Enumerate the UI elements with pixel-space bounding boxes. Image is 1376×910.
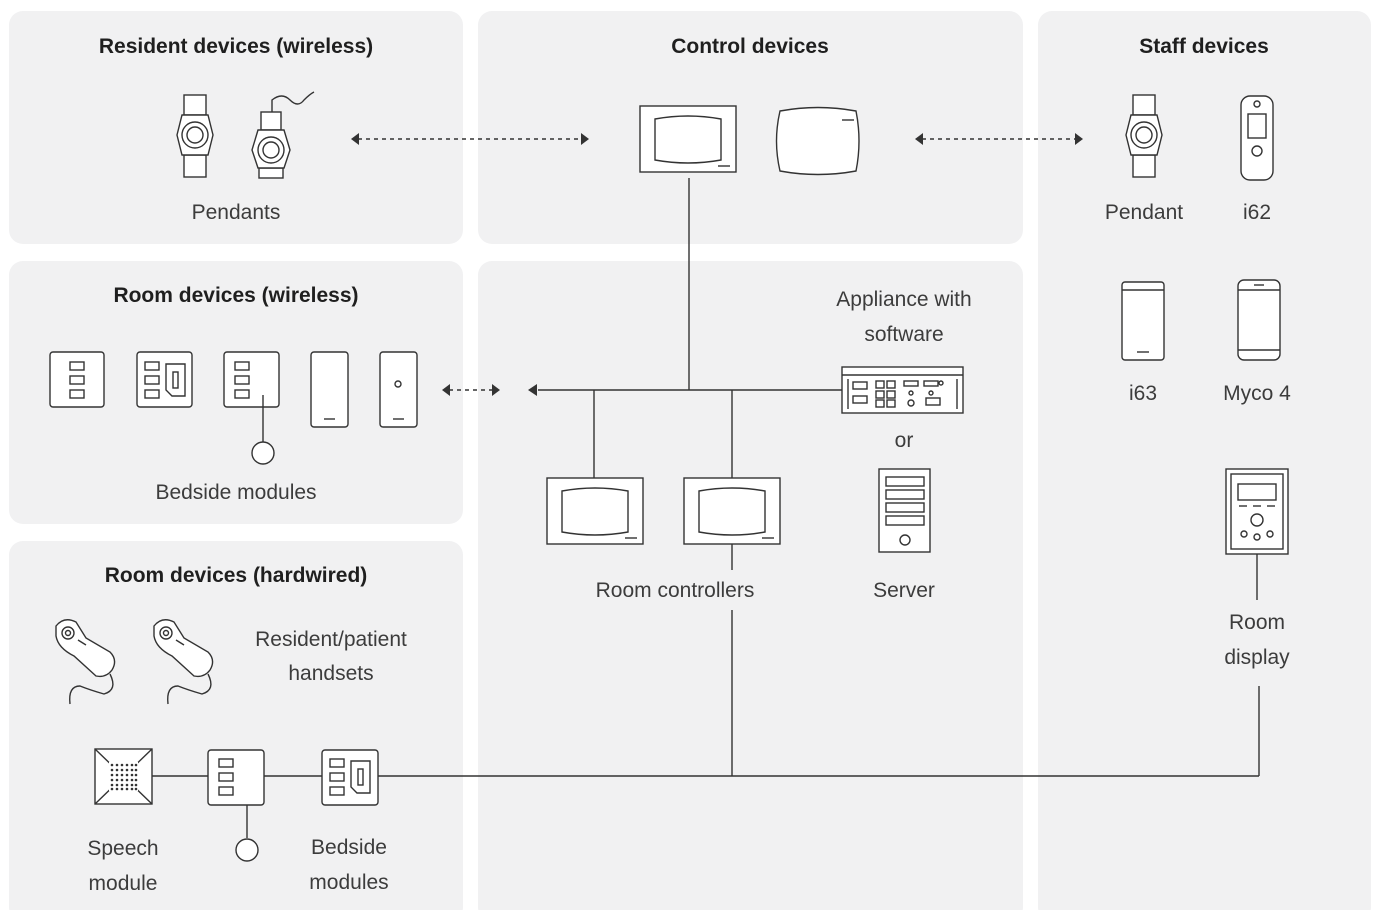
- speech-module-label-line1: Speech: [87, 837, 158, 860]
- pendant-watch-icon: [176, 94, 214, 178]
- appliance-icon: [841, 366, 964, 414]
- appliance-label-line1: Appliance with: [836, 288, 971, 311]
- i62-label: i62: [1243, 201, 1271, 224]
- bedside-module-socket-icon: [136, 351, 193, 408]
- room-hardwired-title: Room devices (hardwired): [105, 564, 368, 587]
- wireless-link-room: [442, 384, 500, 396]
- hardwired-bedside-pullcord-icon: [207, 749, 265, 806]
- panel-staff-devices: [1038, 11, 1371, 910]
- control-devices-title: Control devices: [671, 35, 829, 58]
- room-wireless-title: Room devices (wireless): [113, 284, 358, 307]
- i63-label: i63: [1129, 382, 1157, 405]
- pendant-corded-icon: [251, 91, 315, 179]
- wireless-button-tall-icon: [310, 351, 349, 428]
- handset-2-icon: [153, 619, 214, 705]
- handset-1-icon: [55, 619, 116, 705]
- hardwired-bedside-label-line1: Bedside: [311, 836, 387, 859]
- wireless-link-staff: [915, 133, 1083, 145]
- room-controllers-label: Room controllers: [596, 579, 755, 602]
- myco4-phone-icon: [1237, 279, 1281, 361]
- room-controller-1-icon: [546, 477, 644, 545]
- handsets-label-line1: Resident/patient: [255, 628, 407, 651]
- staff-devices-title: Staff devices: [1139, 35, 1269, 58]
- wireless-link-resident: [351, 133, 589, 145]
- room-wireless-bedside-label: Bedside modules: [155, 481, 316, 504]
- room-display-icon: [1225, 468, 1289, 555]
- server-icon: [878, 468, 931, 553]
- server-label: Server: [873, 579, 935, 602]
- myco4-label: Myco 4: [1223, 382, 1291, 405]
- staff-pendant-icon: [1125, 94, 1163, 178]
- network-lines: [152, 178, 1260, 862]
- i62-phone-icon: [1240, 95, 1274, 181]
- room-display-label-line2: display: [1224, 646, 1290, 669]
- panel-room-hardwired: [9, 541, 463, 910]
- pendants-label: Pendants: [192, 201, 281, 224]
- appliance-label-line2: software: [864, 323, 943, 346]
- room-controller-2-icon: [683, 477, 781, 545]
- hardwired-bedside-socket-icon: [321, 749, 379, 806]
- control-panel-monitor-icon: [639, 105, 737, 173]
- staff-pendant-label: Pendant: [1105, 201, 1183, 224]
- hardwired-bedside-label-line2: modules: [309, 871, 388, 894]
- or-label: or: [895, 429, 914, 452]
- handsets-label-line2: handsets: [288, 662, 373, 685]
- panel-network: [478, 261, 1023, 910]
- resident-wireless-title: Resident devices (wireless): [99, 35, 373, 58]
- speech-module-icon: [94, 748, 153, 805]
- panel-resident-wireless: [9, 11, 463, 244]
- speech-module-label-line2: module: [89, 872, 158, 895]
- control-tablet-icon: [775, 106, 860, 176]
- room-display-label-line1: Room: [1229, 611, 1285, 634]
- bedside-module-pullcord-icon: [223, 351, 280, 465]
- bedside-module-3button-icon: [49, 351, 105, 408]
- arrow-left-icon: [528, 384, 537, 396]
- panel-control-devices: [478, 11, 1023, 244]
- i63-phone-icon: [1121, 281, 1165, 361]
- wireless-button-small-icon: [379, 351, 418, 428]
